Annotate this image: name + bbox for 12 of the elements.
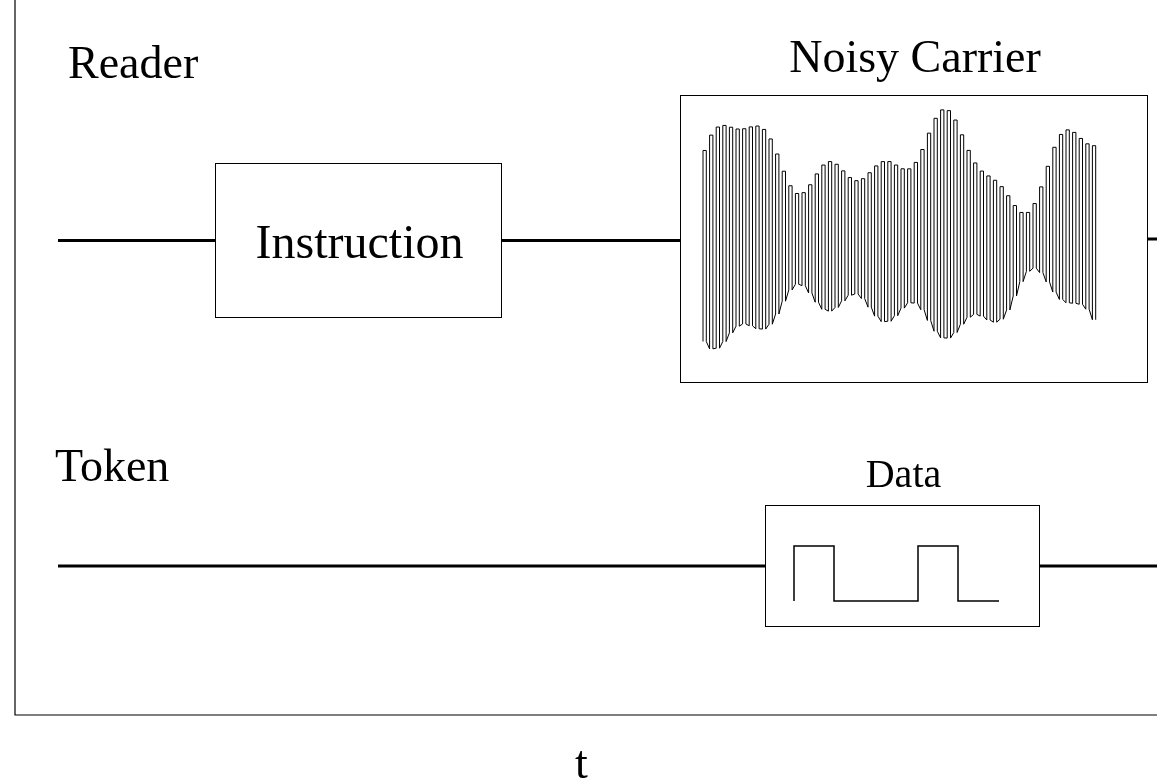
axis-label: t [575, 740, 588, 778]
box-heading: Noisy Carrier [788, 34, 1042, 80]
box-label: Instruction [254, 217, 465, 266]
signal-line [1040, 564, 1157, 568]
signal-line [1148, 237, 1157, 241]
row-label: Reader [68, 40, 199, 86]
row-label: Token [55, 443, 170, 489]
process-box [215, 163, 502, 318]
signal-line [58, 239, 215, 242]
signal-line [58, 564, 765, 568]
signal-line [502, 239, 680, 242]
box-heading: Data [864, 454, 943, 494]
